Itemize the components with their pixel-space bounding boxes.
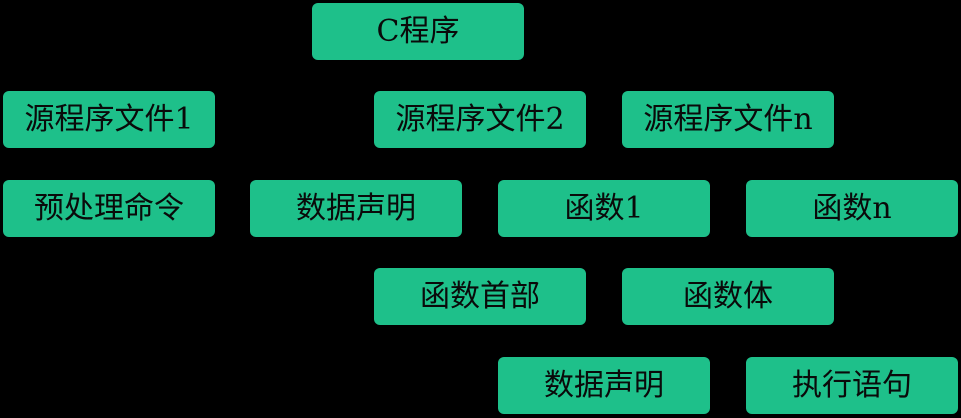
node-body-data-declarations: 数据声明 <box>498 357 710 414</box>
node-function-body: 函数体 <box>622 268 834 325</box>
node-data-declarations: 数据声明 <box>250 180 462 237</box>
node-function-header: 函数首部 <box>374 268 586 325</box>
node-function-n: 函数n <box>746 180 958 237</box>
node-preprocessor-directives: 预处理命令 <box>3 180 215 237</box>
node-source-file-n: 源程序文件n <box>622 91 834 148</box>
node-c-program: C程序 <box>312 3 524 60</box>
node-function-1: 函数1 <box>498 180 710 237</box>
node-executable-statements: 执行语句 <box>746 357 958 414</box>
node-source-file-1: 源程序文件1 <box>3 91 215 148</box>
node-source-file-2: 源程序文件2 <box>374 91 586 148</box>
